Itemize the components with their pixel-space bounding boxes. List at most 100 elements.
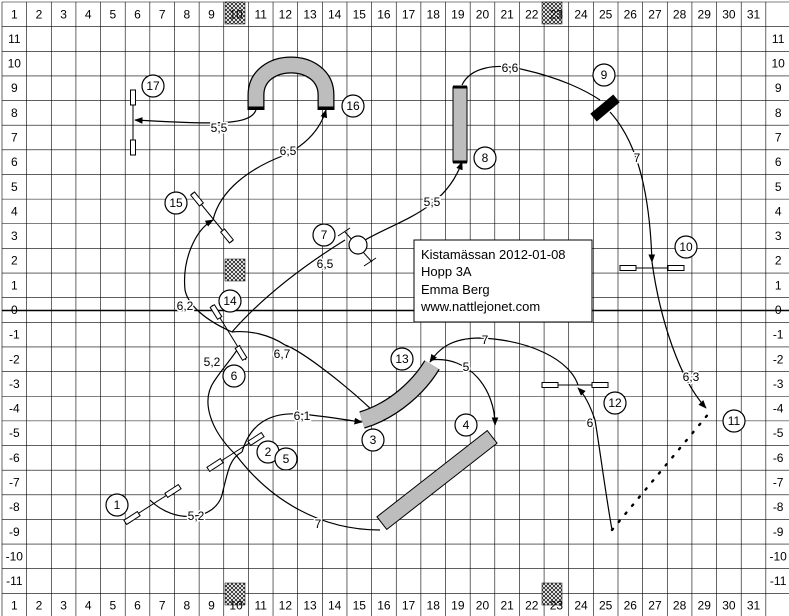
obstacle-number-circle <box>390 347 414 371</box>
x-axis-label-bottom: 25 <box>599 599 613 613</box>
distance-label: 5,2 <box>188 509 205 523</box>
info-line-2: Hopp 3A <box>421 264 472 279</box>
x-axis-label-bottom: 27 <box>648 599 662 613</box>
jump-1 <box>123 483 182 526</box>
x-axis-label-top: 18 <box>427 7 441 21</box>
obstacle-number: 5 <box>283 452 290 466</box>
x-axis-label-top: 9 <box>208 7 215 21</box>
path-15-16 <box>212 109 328 221</box>
x-axis-label-bottom: 3 <box>60 599 67 613</box>
y-axis-label-left: 9 <box>11 81 18 95</box>
y-axis-label-left: 6 <box>11 155 18 169</box>
hatched-markers <box>224 1 563 606</box>
y-axis-label-right: 5 <box>775 180 782 194</box>
path-4-5 <box>235 454 381 531</box>
x-axis-label-top: 23 <box>550 7 564 21</box>
x-axis-label-bottom: 11 <box>254 599 267 613</box>
y-axis-label-left: 7 <box>11 131 18 145</box>
obstacle-number-circle <box>341 94 365 118</box>
y-axis-label-left: -2 <box>9 352 20 366</box>
x-axis-label-top: 3 <box>60 7 67 21</box>
x-axis-label-top: 13 <box>303 7 317 21</box>
y-axis-label-left: -1 <box>9 328 20 342</box>
x-axis-label-top: 28 <box>673 7 687 21</box>
x-axis-label-bottom: 26 <box>624 599 638 613</box>
y-axis-label-left: 8 <box>11 106 18 120</box>
distance-label: 6,7 <box>274 347 291 361</box>
x-axis-label-bottom: 5 <box>110 599 117 613</box>
y-axis-label-right: -7 <box>773 475 784 489</box>
y-axis-label-right: -6 <box>773 451 784 465</box>
x-axis-label-top: 26 <box>624 7 638 21</box>
y-axis-label-right: -9 <box>773 525 784 539</box>
y-axis-label-right: -11 <box>770 574 787 588</box>
distance-label: 6 <box>587 416 594 430</box>
obstacle-number-circle <box>722 409 746 433</box>
obstacle-number-circle <box>592 63 616 87</box>
path-12-13 <box>429 337 579 386</box>
dotted-line <box>610 410 712 532</box>
wall-9 <box>590 94 620 122</box>
path-3-4 <box>284 344 373 411</box>
x-axis-label-bottom: 23 <box>550 599 564 613</box>
y-axis-label-left: 2 <box>11 254 18 268</box>
y-axis-label-right: 8 <box>775 106 782 120</box>
x-axis-label-bottom: 10 <box>229 599 243 613</box>
x-axis-label-bottom: 14 <box>328 599 342 613</box>
y-axis-label-right: 4 <box>775 204 782 218</box>
path-8-9 <box>461 65 601 101</box>
obstacle-number: 8 <box>482 151 489 165</box>
y-axis-label-right: -1 <box>773 328 784 342</box>
y-axis-label-right: 2 <box>775 254 782 268</box>
x-axis-label-top: 24 <box>574 7 588 21</box>
y-axis-label-left: 11 <box>8 32 21 46</box>
x-axis-label-bottom: 20 <box>476 599 490 613</box>
x-axis-label-top: 17 <box>402 7 416 21</box>
x-axis-label-top: 30 <box>722 7 736 21</box>
y-axis-label-right: -4 <box>773 402 784 416</box>
y-axis-label-left: 4 <box>11 204 18 218</box>
y-axis-label-left: 1 <box>11 278 18 292</box>
x-axis-label-top: 29 <box>698 7 712 21</box>
distance-label: 6,5 <box>280 144 297 158</box>
y-axis-label-left: 5 <box>11 180 18 194</box>
x-axis-label-top: 22 <box>525 7 539 21</box>
x-axis-label-top: 2 <box>36 7 43 21</box>
distance-label: 7 <box>634 151 641 165</box>
x-axis-label-bottom: 6 <box>134 599 141 613</box>
x-axis-label-top: 21 <box>500 7 514 21</box>
x-axis-label-bottom: 1 <box>11 599 18 613</box>
distance-label: 5,5 <box>211 121 228 135</box>
obstacle-number-circle <box>164 191 188 215</box>
jump-15 <box>189 191 235 244</box>
y-axis-label-right: -2 <box>773 352 784 366</box>
course-path <box>134 65 707 531</box>
x-axis-label-bottom: 22 <box>525 599 539 613</box>
hatch-marker-top-right <box>541 1 563 25</box>
distance-label: 7 <box>482 333 489 347</box>
x-axis-label-bottom: 7 <box>159 599 166 613</box>
info-box: Kistamässan 2012-01-08 Hopp 3A Emma Berg… <box>413 239 593 323</box>
x-axis-label-top: 6 <box>134 7 141 21</box>
distance-label: 5,5 <box>424 195 441 209</box>
x-axis-label-bottom: 15 <box>353 599 367 613</box>
hatch-marker-bottom-right <box>541 582 563 606</box>
obstacle-number: 3 <box>370 433 377 447</box>
distance-label: 5,2 <box>204 355 221 369</box>
y-axis-label-left: -5 <box>9 426 20 440</box>
x-axis-label-top: 12 <box>279 7 293 21</box>
obstacle-number: 17 <box>146 79 160 93</box>
x-axis-label-bottom: 24 <box>574 599 588 613</box>
x-axis-label-bottom: 12 <box>279 599 293 613</box>
y-axis-label-right: -8 <box>773 500 784 514</box>
tunnel-8 <box>452 85 468 164</box>
obstacle-number-circle <box>361 428 385 452</box>
path-2-3 <box>241 413 363 453</box>
x-axis-label-top: 1 <box>11 7 18 21</box>
obstacle-number-circle <box>473 146 497 170</box>
x-axis-label-bottom: 2 <box>36 599 43 613</box>
distance-label: 7 <box>315 517 322 531</box>
path-11-12 <box>577 387 613 531</box>
obstacle-number: 16 <box>346 99 360 113</box>
